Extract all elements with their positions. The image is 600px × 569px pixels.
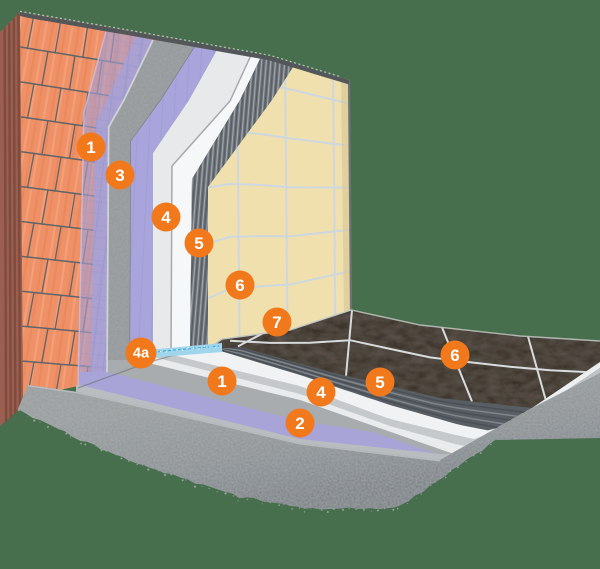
svg-text:3: 3 [115, 166, 124, 185]
svg-text:4: 4 [316, 383, 326, 402]
svg-text:5: 5 [194, 234, 203, 253]
svg-text:2: 2 [295, 414, 304, 433]
svg-text:7: 7 [272, 313, 281, 332]
svg-text:5: 5 [375, 373, 384, 392]
svg-text:4a: 4a [133, 346, 150, 362]
svg-text:6: 6 [450, 346, 459, 365]
svg-text:6: 6 [235, 276, 244, 295]
svg-text:1: 1 [86, 138, 95, 157]
svg-text:1: 1 [217, 372, 226, 391]
svg-text:4: 4 [161, 208, 171, 227]
